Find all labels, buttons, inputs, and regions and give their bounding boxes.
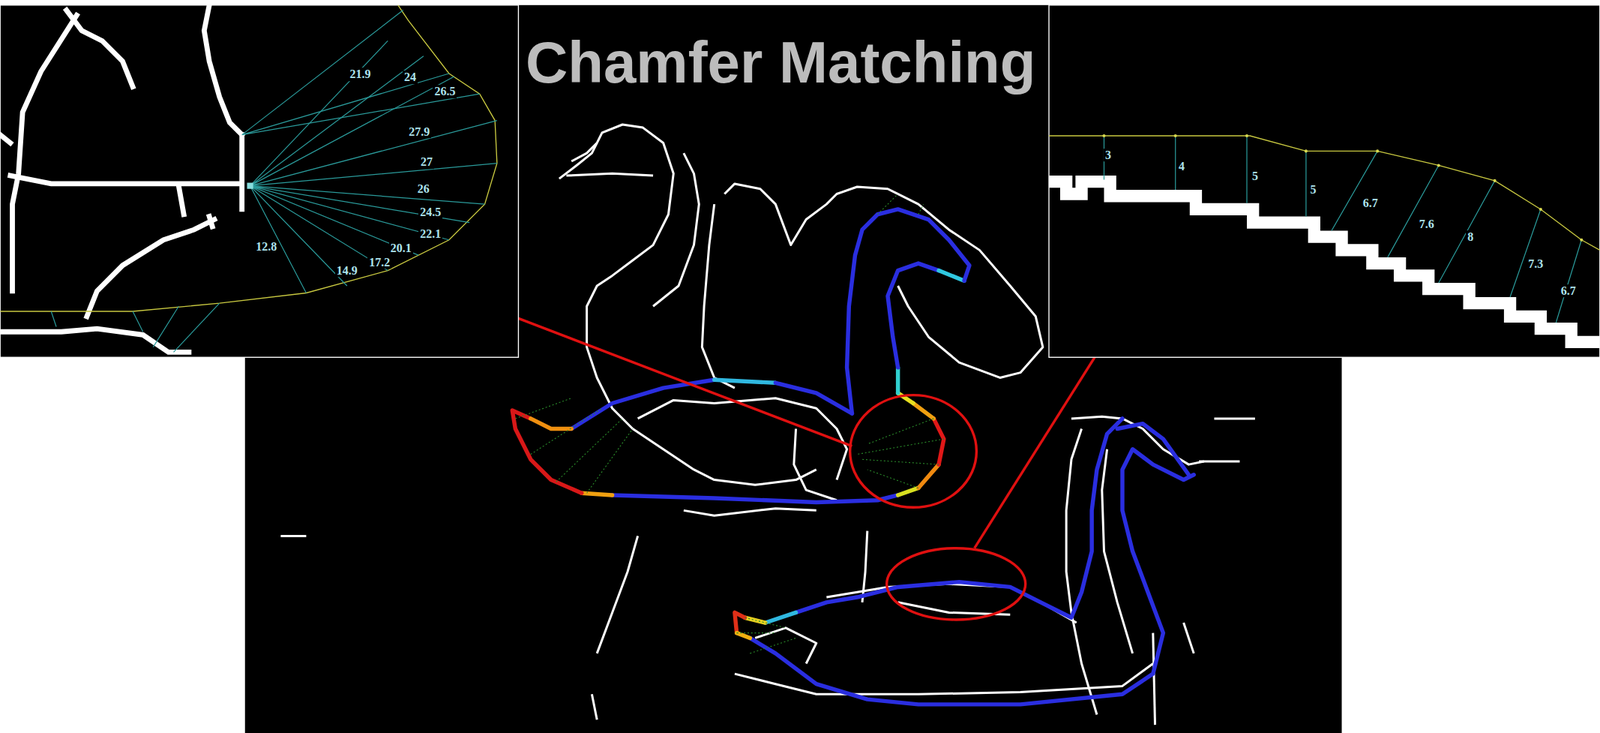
- dotted-line: [515, 398, 633, 494]
- distance-value: 27: [419, 155, 435, 170]
- distance-value: 7.6: [1417, 218, 1436, 232]
- template-contour: [913, 402, 934, 418]
- distance-value: 22.1: [418, 227, 443, 241]
- template-contour: [933, 418, 944, 465]
- neck-edge: [1066, 428, 1097, 715]
- template-contour: [887, 263, 939, 368]
- template-lower: [734, 418, 1194, 705]
- template-contour: [796, 418, 1123, 618]
- template-contour: [734, 611, 746, 633]
- distance-value: 3: [1103, 148, 1113, 162]
- slide-title: Chamfer Matching: [525, 30, 1036, 96]
- distance-value: 5: [1309, 182, 1319, 197]
- neck-edge: [653, 152, 699, 306]
- wing-edge: [701, 203, 735, 388]
- distance-value: 17.2: [367, 255, 392, 270]
- template-contour: [1117, 423, 1189, 475]
- template-contour: [714, 379, 777, 383]
- template-upper: [512, 209, 970, 503]
- swan-edge: [559, 124, 817, 485]
- template-points: [1102, 134, 1583, 242]
- neck-edge: [1102, 449, 1133, 654]
- body-edge: [638, 398, 848, 480]
- distance-value: 24.5: [418, 205, 443, 219]
- distance-value: 26: [416, 182, 432, 196]
- distance-value: 6.7: [1559, 284, 1578, 298]
- template-contour: [512, 410, 582, 493]
- callout-ellipse: [850, 395, 977, 508]
- pixel-edge: [1048, 181, 1600, 342]
- head-edge: [571, 143, 597, 162]
- distance-value: 20.1: [389, 241, 414, 255]
- template-contour: [737, 632, 751, 639]
- correspondence-lines: [515, 194, 944, 654]
- body-edge: [794, 428, 837, 501]
- pixel-edge: [239, 134, 245, 210]
- distance-value: 27.9: [407, 125, 432, 139]
- clutter-edge: [280, 534, 306, 537]
- beak-edge: [566, 173, 654, 176]
- pixel-edge: [203, 5, 242, 135]
- template-contour: [938, 270, 965, 282]
- distance-line: [242, 10, 480, 135]
- distance-value: 21.9: [347, 68, 372, 82]
- distance-value: 8: [1465, 230, 1475, 244]
- clutter-edge: [1213, 416, 1255, 420]
- distance-line: [1103, 135, 1582, 323]
- left-inset: [0, 5, 519, 357]
- distance-value: 5: [1250, 170, 1260, 184]
- pixel-edge: [10, 175, 240, 184]
- template-contour: [612, 494, 899, 503]
- template-outline: [1048, 135, 1600, 250]
- pixel-edge: [0, 328, 189, 352]
- pixel-edge: [178, 185, 184, 215]
- template-contour: [571, 379, 715, 429]
- distance-lines: [1103, 135, 1582, 323]
- template-contour: [918, 464, 939, 488]
- template-contour: [530, 418, 572, 429]
- distance-line: [50, 302, 220, 352]
- pixel-edge: [0, 134, 11, 144]
- template-contour: [847, 209, 970, 414]
- template-contour: [749, 449, 1194, 705]
- distance-value: 4: [1177, 159, 1187, 174]
- inset-frame: [0, 5, 519, 357]
- clutter-edge: [1198, 460, 1240, 463]
- template-contour: [775, 382, 852, 414]
- dotted-line: [877, 194, 923, 215]
- inset-frame: [1048, 5, 1600, 357]
- body-edge: [683, 508, 817, 516]
- pixel-edge: [12, 14, 78, 291]
- distance-value: 24: [402, 71, 418, 85]
- distance-value: 12.8: [254, 240, 279, 255]
- clutter-edge: [1153, 632, 1156, 725]
- distance-lines: [50, 10, 498, 353]
- template-outline: [0, 5, 498, 312]
- template-contour: [898, 487, 919, 495]
- pixel-edge: [209, 215, 213, 227]
- clutter-edge: [596, 535, 638, 653]
- template-contour: [895, 367, 900, 393]
- template-contour: [581, 492, 613, 495]
- dotted-line: [737, 617, 797, 654]
- distance-value: 6.7: [1361, 196, 1380, 210]
- distance-value: 14.9: [335, 263, 360, 278]
- callout-ellipse: [886, 548, 1026, 620]
- distance-value: 26.5: [432, 85, 457, 99]
- edge-point: [246, 182, 253, 189]
- template-contour: [765, 611, 797, 623]
- pixel-edge: [86, 219, 215, 317]
- pixel-edge: [66, 10, 133, 87]
- pixel-edges: [0, 5, 242, 353]
- distance-line: [250, 40, 498, 293]
- right-inset: [1048, 5, 1600, 357]
- dotted-line: [856, 418, 944, 489]
- distance-value: 7.3: [1526, 257, 1545, 272]
- clutter-edge: [1183, 622, 1195, 654]
- clutter-edge: [591, 693, 597, 720]
